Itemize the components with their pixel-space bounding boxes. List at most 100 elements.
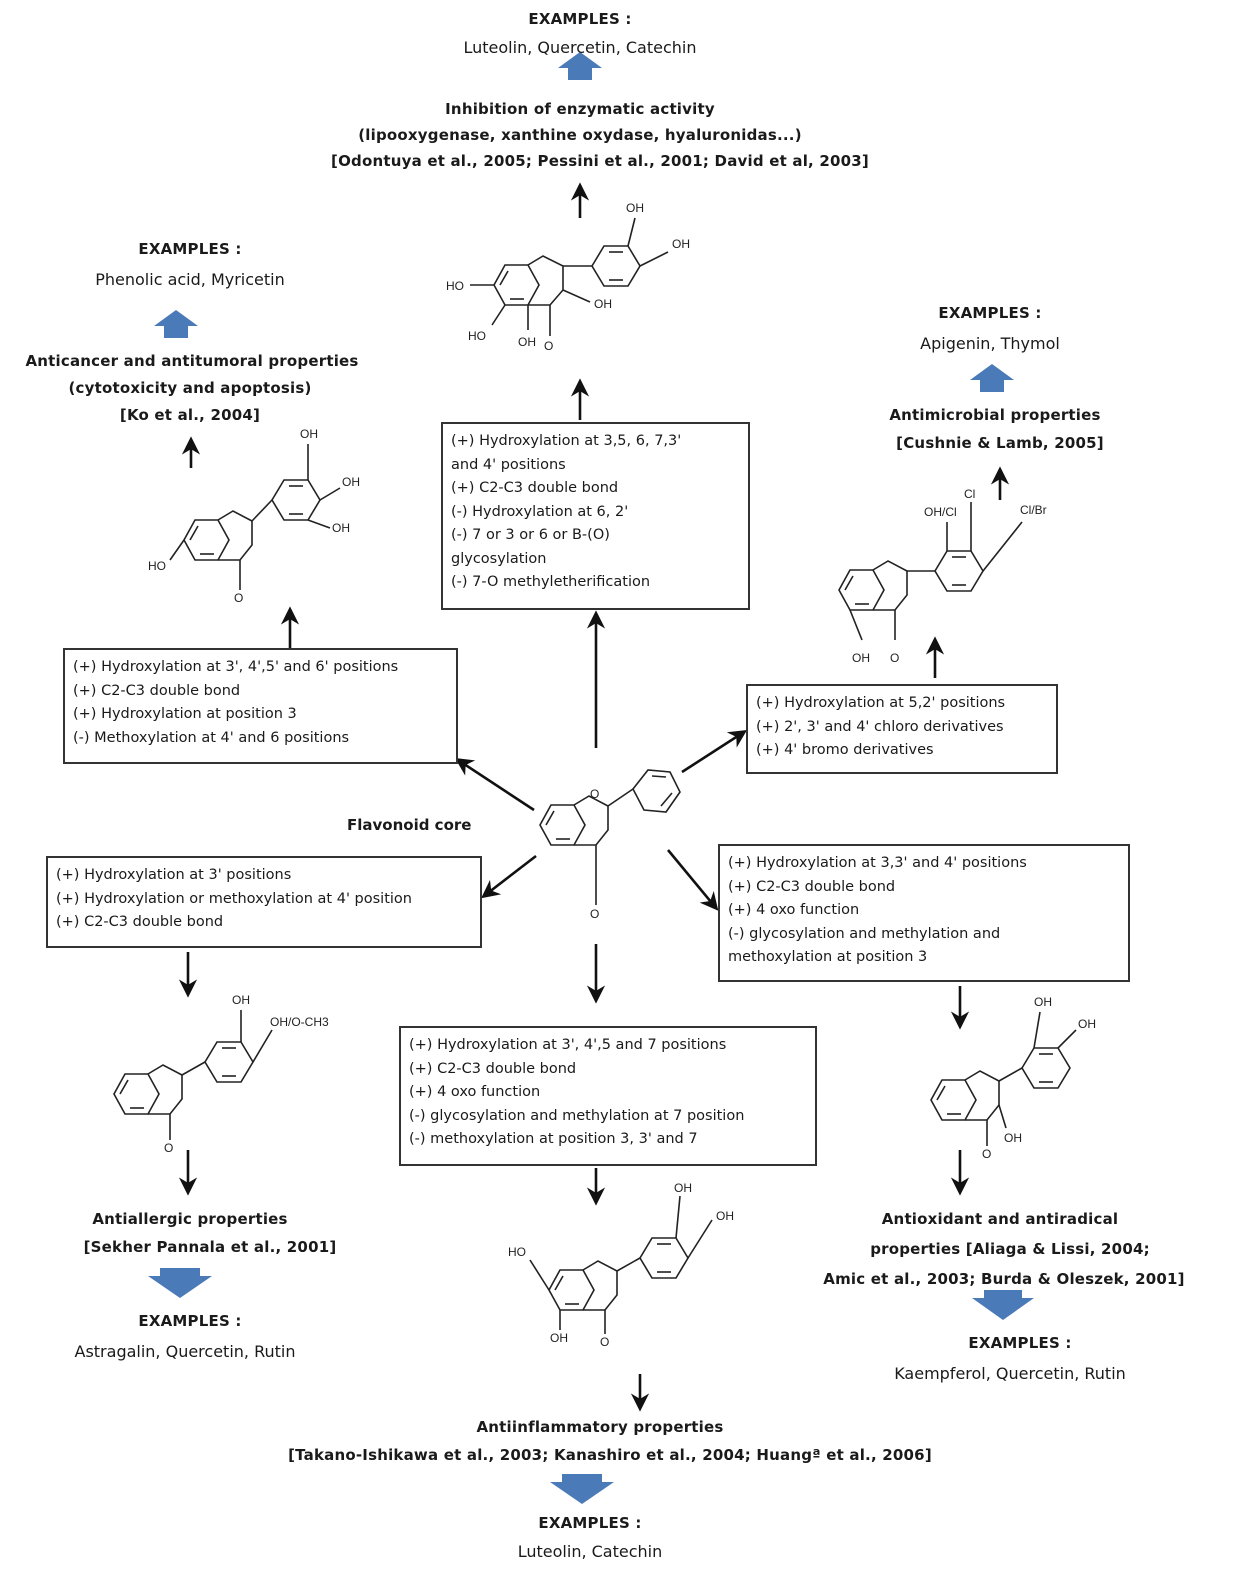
- bl-mol-label-3: O: [164, 1141, 173, 1155]
- blue-down-arrow-bottom-left: [148, 1268, 212, 1298]
- top-right-molecule-structure: [838, 502, 1023, 641]
- core-oxygen-label: O: [590, 787, 599, 801]
- top-right-examples-list: Apigenin, Thymol: [920, 334, 1060, 353]
- tr-mol-label-4: OH: [852, 651, 870, 665]
- top-left-examples-list: Phenolic acid, Myricetin: [95, 270, 285, 289]
- top-left-molecule-structure: [169, 444, 341, 590]
- bottom-left-criteria-line: (+) Hydroxylation or methoxylation at 4'…: [56, 890, 412, 907]
- bottom-right-activity-line-3: Amic et al., 2003; Burda & Oleszek, 2001…: [823, 1270, 1185, 1288]
- bottom-right-activity-line-1: Antioxidant and antiradical: [881, 1210, 1119, 1228]
- top-mol-label-1: OH: [626, 201, 644, 215]
- bottom-left-examples-list: Astragalin, Quercetin, Rutin: [74, 1342, 296, 1361]
- flavonoid-core-label: Flavonoid core: [347, 816, 472, 834]
- arrow-core-to-bottomleft-box: [481, 854, 537, 899]
- top-mol-label-6: OH: [518, 335, 536, 349]
- top-left-examples-heading: EXAMPLES :: [138, 240, 242, 258]
- br-mol-label-2: OH: [1078, 1017, 1096, 1031]
- top-left-references: [Ko et al., 2004]: [119, 406, 261, 424]
- bottom-center-criteria-box: (+) Hydroxylation at 3', 4',5 and 7 posi…: [399, 1026, 817, 1166]
- top-right-criteria-line: (+) 2', 3' and 4' chloro derivatives: [756, 718, 1004, 735]
- top-examples-heading: EXAMPLES :: [528, 10, 632, 28]
- top-left-criteria-line: (+) Hydroxylation at position 3: [73, 706, 297, 722]
- top-activity-detail: (lipooxygenase, xanthine oxydase, hyalur…: [358, 126, 802, 144]
- bottom-center-molecule-structure: [529, 1195, 713, 1334]
- tl-mol-label-5: O: [234, 591, 243, 605]
- bc-mol-label-5: O: [600, 1335, 609, 1349]
- bl-mol-label-1: OH: [232, 993, 250, 1007]
- bottom-left-examples-heading: EXAMPLES :: [138, 1312, 242, 1330]
- top-examples-list: Luteolin, Quercetin, Catechin: [463, 38, 697, 57]
- blue-up-arrow-top-left: [154, 310, 198, 338]
- top-criteria-line: (-) 7-O methyletherification: [451, 574, 651, 590]
- bottom-center-examples-list: Luteolin, Catechin: [517, 1542, 663, 1561]
- bottom-center-examples-heading: EXAMPLES :: [538, 1514, 642, 1532]
- tr-mol-label-5: O: [890, 651, 899, 665]
- top-right-references: [Cushnie & Lamb, 2005]: [896, 434, 1104, 452]
- bc-mol-label-2: OH: [716, 1209, 734, 1223]
- arrow-core-to-bottomright-box: [666, 849, 719, 911]
- top-right-criteria-line: (+) Hydroxylation at 5,2' positions: [756, 695, 1006, 711]
- bottom-right-examples-list: Kaempferol, Quercetin, Rutin: [894, 1364, 1126, 1383]
- top-mol-label-7: O: [544, 339, 553, 353]
- top-criteria-line: (+) Hydroxylation at 3,5, 6, 7,3': [451, 433, 682, 449]
- bottom-right-criteria-line: (-) glycosylation and methylation and: [728, 925, 1001, 942]
- bc-mol-label-4: OH: [550, 1331, 568, 1345]
- tl-mol-label-2: OH: [342, 475, 360, 489]
- top-criteria-line: and 4' positions: [451, 456, 566, 473]
- blue-up-arrow-top: [558, 52, 602, 80]
- tr-mol-label-2: Cl: [964, 487, 975, 501]
- bottom-right-criteria-box: (+) Hydroxylation at 3,3' and 4' positio…: [718, 844, 1130, 982]
- tl-mol-label-4: HO: [148, 559, 166, 573]
- top-mol-label-4: HO: [468, 329, 486, 343]
- bottom-center-criteria-line: (-) methoxylation at position 3, 3' and …: [409, 1131, 698, 1147]
- bottom-right-criteria-line: (+) C2-C3 double bond: [728, 878, 896, 895]
- tl-mol-label-3: OH: [332, 521, 350, 535]
- bottom-center-criteria-line: (+) 4 oxo function: [409, 1084, 541, 1100]
- br-mol-label-3: OH: [1004, 1131, 1022, 1145]
- flavonoid-core-structure: [539, 769, 681, 905]
- top-criteria-line: (-) 7 or 3 or 6 or B-(O): [451, 527, 610, 543]
- bottom-left-criteria-line: (+) C2-C3 double bond: [56, 914, 224, 930]
- top-criteria-line: (+) C2-C3 double bond: [451, 480, 619, 496]
- bottom-center-criteria-line: (+) C2-C3 double bond: [409, 1060, 577, 1077]
- bottom-left-molecule-structure: [113, 1010, 273, 1140]
- bottom-center-references: [Takano-Ishikawa et al., 2003; Kanashiro…: [288, 1446, 932, 1464]
- top-right-activity: Antimicrobial properties: [889, 406, 1101, 424]
- bottom-right-criteria-line: methoxylation at position 3: [728, 949, 928, 965]
- top-criteria-line: (-) Hydroxylation at 6, 2': [451, 503, 629, 520]
- top-right-criteria-box: (+) Hydroxylation at 5,2' positions (+) …: [746, 684, 1058, 774]
- top-left-activity-detail: (cytotoxicity and apoptosis): [68, 379, 312, 397]
- bl-mol-label-2: OH/O-CH3: [270, 1015, 329, 1029]
- top-criteria-box: (+) Hydroxylation at 3,5, 6, 7,3' and 4'…: [441, 422, 750, 610]
- br-mol-label-1: OH: [1034, 995, 1052, 1009]
- bottom-right-molecule-structure: [930, 1011, 1077, 1146]
- top-right-examples-heading: EXAMPLES :: [938, 304, 1042, 322]
- top-right-criteria-line: (+) 4' bromo derivatives: [756, 742, 934, 758]
- top-mol-label-5: OH: [594, 297, 612, 311]
- tr-mol-label-3: Cl/Br: [1020, 503, 1047, 517]
- bottom-center-criteria-line: (-) glycosylation and methylation at 7 p…: [409, 1107, 745, 1124]
- core-oxo-label: O: [590, 907, 599, 921]
- blue-down-arrow-bottom-center: [550, 1474, 614, 1504]
- tr-mol-label-1: OH/Cl: [924, 505, 957, 519]
- top-references: [Odontuya et al., 2005; Pessini et al., …: [331, 152, 869, 170]
- bottom-left-criteria-box: (+) Hydroxylation at 3' positions (+) Hy…: [46, 856, 482, 948]
- top-left-criteria-line: (+) Hydroxylation at 3', 4',5' and 6' po…: [73, 659, 399, 675]
- bc-mol-label-3: HO: [508, 1245, 526, 1259]
- bottom-right-activity-line-2: properties [Aliaga & Lissi, 2004;: [870, 1240, 1150, 1258]
- tl-mol-label-1: OH: [300, 427, 318, 441]
- bottom-right-examples-heading: EXAMPLES :: [968, 1334, 1072, 1352]
- bottom-left-criteria-line: (+) Hydroxylation at 3' positions: [56, 867, 292, 883]
- top-left-criteria-box: (+) Hydroxylation at 3', 4',5' and 6' po…: [63, 648, 458, 764]
- bottom-center-criteria-line: (+) Hydroxylation at 3', 4',5 and 7 posi…: [409, 1037, 727, 1053]
- bottom-left-references: [Sekher Pannala et al., 2001]: [83, 1238, 337, 1256]
- blue-down-arrow-bottom-right: [972, 1290, 1034, 1320]
- top-criteria-line: glycosylation: [451, 550, 547, 567]
- bottom-right-criteria-line: (+) 4 oxo function: [728, 902, 860, 918]
- top-mol-label-3: HO: [446, 279, 464, 293]
- top-activity: Inhibition of enzymatic activity: [445, 100, 715, 118]
- br-mol-label-4: O: [982, 1147, 991, 1161]
- top-left-criteria-line: (+) C2-C3 double bond: [73, 682, 241, 699]
- top-left-criteria-line: (-) Methoxylation at 4' and 6 positions: [73, 729, 350, 746]
